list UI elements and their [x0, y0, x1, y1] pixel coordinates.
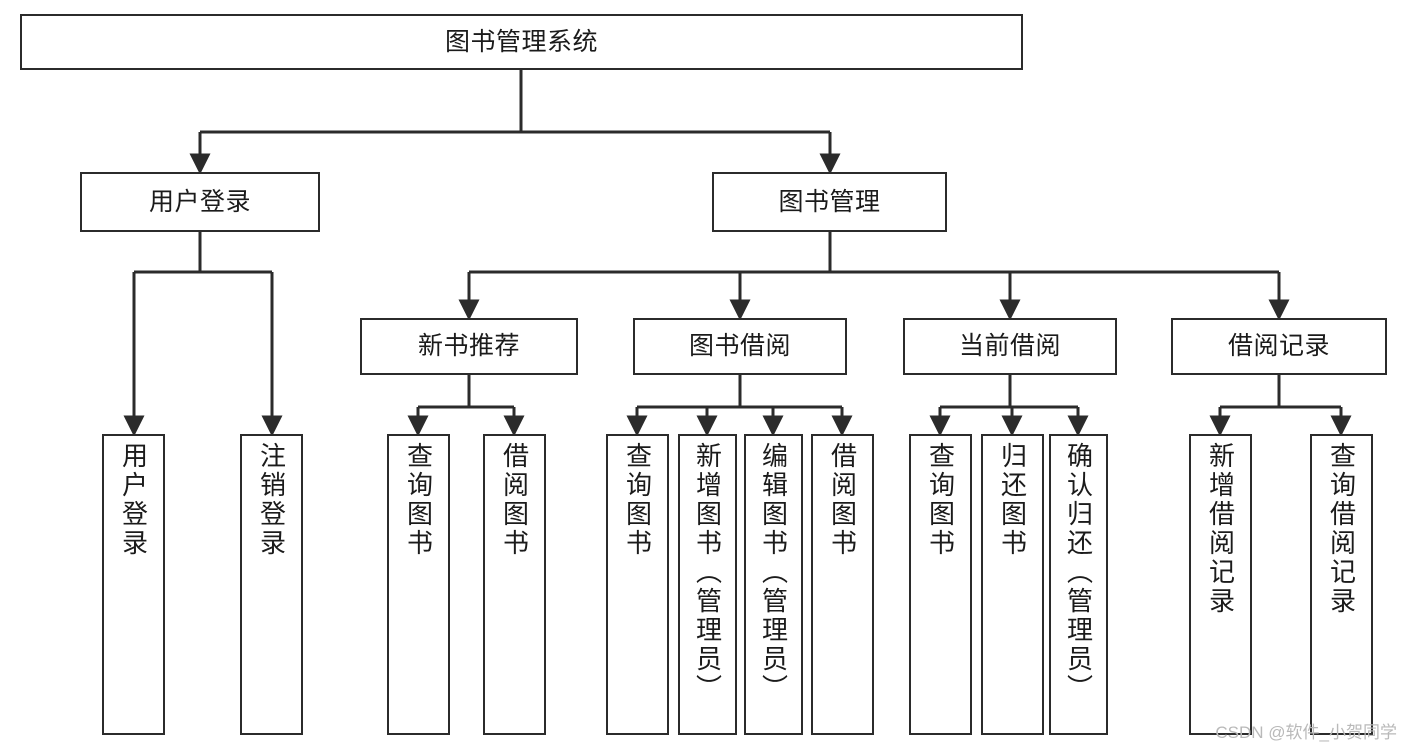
node-book-manage[interactable]: 图书管理: [712, 172, 947, 232]
node-book-borrow-label: 图书借阅: [688, 332, 791, 361]
csdn-watermark: CSDN @软件_小贺同学: [1215, 723, 1397, 742]
node-borrow-record-label: 借阅记录: [1227, 332, 1330, 361]
node-current-borrow-label: 当前借阅: [958, 332, 1061, 361]
leaf-return-book-label: 归还图书: [997, 442, 1028, 558]
leaf-add-record[interactable]: 新增借阅记录: [1189, 434, 1252, 735]
leaf-confirm-return[interactable]: 确认归还（管理员）: [1049, 434, 1108, 735]
leaf-query-book-2-label: 查询图书: [622, 442, 653, 558]
leaf-edit-book[interactable]: 编辑图书（管理员）: [744, 434, 803, 735]
leaf-query-book-1-label: 查询图书: [403, 442, 434, 558]
node-current-borrow[interactable]: 当前借阅: [903, 318, 1117, 375]
node-user-login-label: 用户登录: [148, 187, 251, 216]
leaf-logout-label: 注销登录: [256, 442, 287, 558]
leaf-query-record[interactable]: 查询借阅记录: [1310, 434, 1373, 735]
leaf-query-book-1[interactable]: 查询图书: [387, 434, 450, 735]
node-book-borrow[interactable]: 图书借阅: [633, 318, 847, 375]
leaf-borrow-book-1[interactable]: 借阅图书: [483, 434, 546, 735]
leaf-add-record-label: 新增借阅记录: [1205, 442, 1236, 616]
leaf-user-login[interactable]: 用户登录: [102, 434, 165, 735]
leaf-query-book-3[interactable]: 查询图书: [909, 434, 972, 735]
leaf-borrow-book-2[interactable]: 借阅图书: [811, 434, 874, 735]
leaf-query-book-2[interactable]: 查询图书: [606, 434, 669, 735]
leaf-query-record-label: 查询借阅记录: [1326, 442, 1357, 616]
leaf-query-book-3-label: 查询图书: [925, 442, 956, 558]
leaf-edit-book-label: 编辑图书（管理员）: [758, 442, 789, 703]
leaf-logout[interactable]: 注销登录: [240, 434, 303, 735]
node-new-book-rec[interactable]: 新书推荐: [360, 318, 578, 375]
leaf-user-login-label: 用户登录: [118, 442, 149, 558]
node-user-login[interactable]: 用户登录: [80, 172, 320, 232]
node-root[interactable]: 图书管理系统: [20, 14, 1023, 70]
node-root-label: 图书管理系统: [444, 27, 598, 56]
leaf-borrow-book-2-label: 借阅图书: [827, 442, 858, 558]
leaf-add-book[interactable]: 新增图书（管理员）: [678, 434, 737, 735]
leaf-return-book[interactable]: 归还图书: [981, 434, 1044, 735]
leaf-confirm-return-label: 确认归还（管理员）: [1063, 442, 1094, 703]
node-book-manage-label: 图书管理: [778, 187, 881, 216]
node-borrow-record[interactable]: 借阅记录: [1171, 318, 1387, 375]
node-new-book-rec-label: 新书推荐: [417, 332, 520, 361]
leaf-add-book-label: 新增图书（管理员）: [692, 442, 723, 703]
leaf-borrow-book-1-label: 借阅图书: [499, 442, 530, 558]
